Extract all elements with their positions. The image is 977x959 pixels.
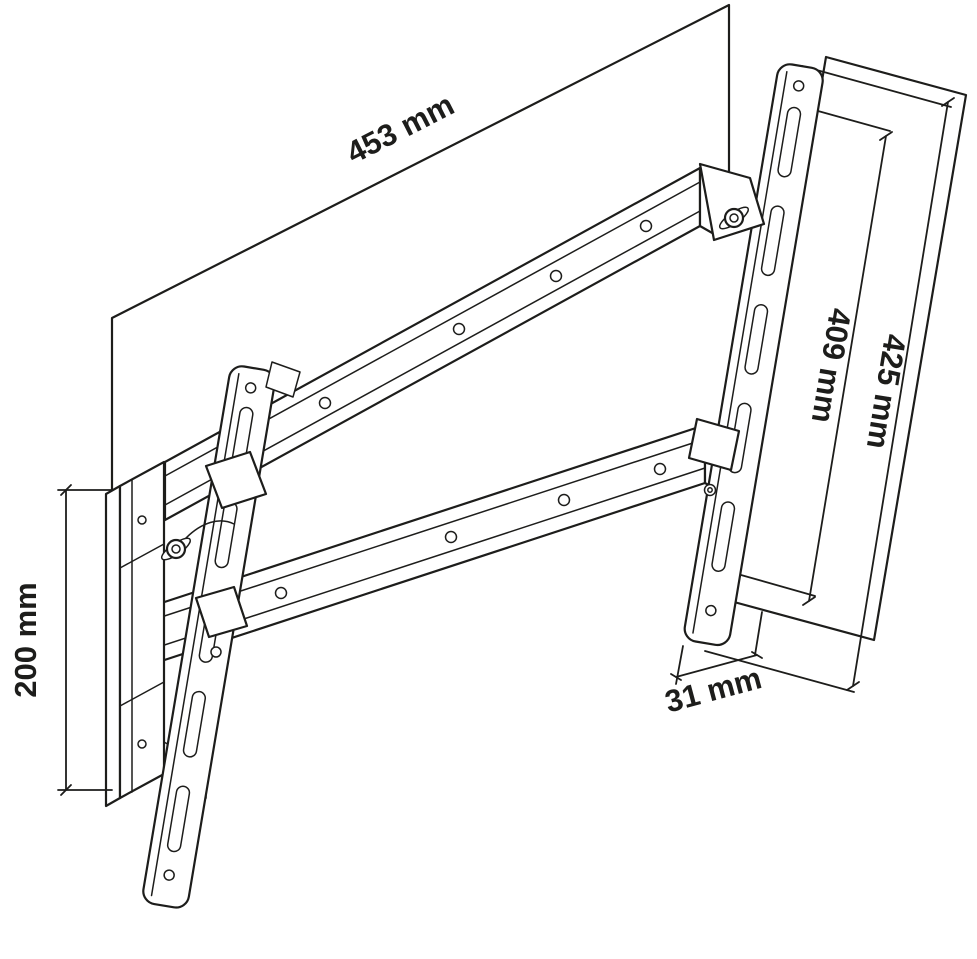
bracket-slot <box>744 304 769 375</box>
plate-screw <box>137 515 147 525</box>
bracket-slot <box>777 106 802 178</box>
bracket-slot <box>711 501 736 572</box>
right-mid-latch <box>687 417 741 497</box>
dim-depth <box>670 611 763 685</box>
plate-screw <box>137 739 147 749</box>
bracket-hole <box>705 604 717 617</box>
rail-hole <box>452 322 466 336</box>
left-top-hook <box>185 450 268 539</box>
left-wing-knob <box>160 537 192 561</box>
dim-plate-height <box>57 484 113 796</box>
dim-depth-label: 31 mm <box>661 660 765 719</box>
rail-hole <box>274 586 288 600</box>
left-bottom-hook <box>194 585 249 658</box>
bracket-hole <box>244 382 257 394</box>
bracket-slot <box>182 690 207 758</box>
bracket-hole <box>792 80 805 92</box>
bracket-slot <box>166 785 191 853</box>
rail-hole <box>318 396 332 410</box>
dim-slot-span <box>740 110 893 606</box>
bracket-slot <box>760 205 785 277</box>
dim-plate-height-label: 200 mm <box>8 582 43 697</box>
rail-hole <box>653 462 667 476</box>
rail-hole <box>444 530 458 544</box>
right-tv-bracket <box>683 63 824 647</box>
rail-hole <box>557 493 571 507</box>
dim-bracket-length <box>704 65 955 693</box>
right-top-hook <box>698 162 766 242</box>
bracket-hole <box>163 869 175 881</box>
rail-hole <box>639 219 653 233</box>
rail-hole <box>549 269 563 283</box>
dim-top-width-label: 453 mm <box>341 87 460 171</box>
left-bracket-tab <box>265 361 301 398</box>
right-wing-knob <box>718 206 750 230</box>
wall-plate <box>104 460 207 808</box>
